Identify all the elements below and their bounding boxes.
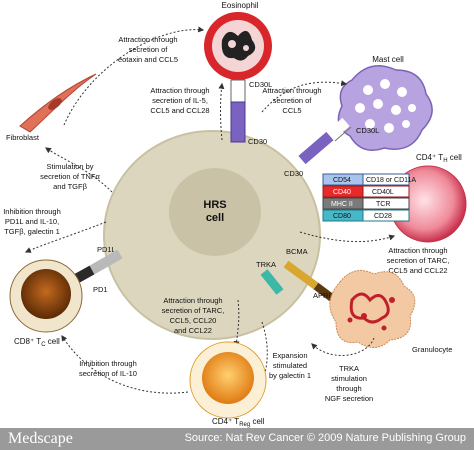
medscape-logo: Medscape [8, 430, 73, 447]
mast-text-2: secretion of [273, 96, 313, 105]
mhc-label: MHC II [331, 201, 353, 208]
eos-text-2: secretion of [129, 45, 169, 54]
pd1-label: PD1 [93, 285, 108, 294]
diagram-canvas: HRS cell Eosinophil CD30L CD30 Attractio… [3, 1, 467, 428]
bcma-receptor [283, 260, 335, 302]
tarc-b-text-3: CCL5, CCL20 [170, 316, 217, 325]
inhib-arrow [24, 221, 107, 253]
mast-text-1: Attraction through [262, 86, 321, 95]
th-label: CD4⁺ TH cell [416, 153, 462, 164]
cd30-right-label: CD30 [284, 169, 303, 178]
pd1l-label: PD1L [97, 245, 116, 254]
trka-b-text-2: stimulation [331, 374, 367, 383]
fib-arrow [45, 147, 113, 193]
cd30l-right-label: CD30L [356, 126, 379, 135]
trka-receptor [260, 269, 284, 295]
cd30-receptor-right [298, 117, 352, 165]
mast-cell [337, 65, 433, 151]
april-label: APRIL [313, 291, 335, 300]
trka-arrow [311, 337, 375, 356]
inhib-text-2: PD1L and IL-10, [5, 217, 59, 226]
eos-arrow [63, 26, 205, 126]
fib-text-1: Stimulation by [46, 162, 93, 171]
tarc-r-text-1: Attraction through [388, 246, 447, 255]
il10-arrow [61, 334, 189, 394]
tarc-r-text-3: CCL5 and CCL22 [388, 266, 447, 275]
treg-label: CD4⁺ TReg cell [212, 417, 265, 428]
tcr-label: TCR [376, 201, 390, 208]
tarc-bottom-arrow [233, 299, 240, 348]
exp-text-1: Expansion [272, 351, 307, 360]
fibroblast-nucleus [48, 98, 62, 110]
il10-text-1: Inhibition through [79, 359, 137, 368]
il10-text-2: secretion of IL-10 [79, 369, 137, 378]
cd54-label: CD54 [333, 177, 351, 184]
fib-text-3: and TGFβ [53, 182, 87, 191]
tarc-r-text-2: secretion of TARC, [387, 256, 450, 265]
cd28-label: CD28 [374, 213, 392, 220]
treg-nucleus [202, 352, 254, 404]
hrs-label-2: cell [206, 212, 224, 224]
trka-b-text-4: NGF secretion [325, 394, 373, 403]
tc-label: CD8⁺ TC cell [14, 337, 60, 348]
source-credit: Source: Nat Rev Cancer © 2009 Nature Pub… [184, 432, 466, 444]
eos-text-3: eotaxin and CCL5 [118, 55, 178, 64]
inhib-text-1: Inhibition through [3, 207, 61, 216]
exp-text-2: stimulated [273, 361, 307, 370]
trka-b-text-3: through [336, 384, 361, 393]
cd30l-receptor-top [230, 79, 246, 103]
hrs-label-1: HRS [203, 199, 226, 211]
eos-text-1: Attraction through [118, 35, 177, 44]
granulocyte-label: Granulocyte [412, 345, 452, 354]
tarc-b-text-1: Attraction through [163, 296, 222, 305]
cd40l-label: CD40L [372, 189, 394, 196]
il5-text-1: Attraction through [150, 86, 209, 95]
tarc-b-text-4: and CCL22 [174, 326, 212, 335]
cd18-label: CD18 or CD11A [366, 177, 416, 184]
trka-b-text-1: TRKA [339, 364, 359, 373]
granulocyte-cell [329, 269, 416, 348]
il5-text-2: secretion of IL-5, [152, 96, 208, 105]
mast-text-3: CCL5 [282, 106, 301, 115]
fibroblast-label: Fibroblast [6, 133, 40, 142]
bcma-label: BCMA [286, 247, 308, 256]
eosinophil-cell [204, 12, 272, 80]
cd30-top-label: CD30 [248, 137, 267, 146]
cd80-label: CD80 [333, 213, 351, 220]
cd40-label: CD40 [333, 189, 351, 196]
tarc-right-arrow [299, 231, 396, 243]
tc-nucleus [21, 269, 71, 319]
eosinophil-label: Eosinophil [222, 1, 259, 10]
exp-text-3: by galectin 1 [269, 371, 311, 380]
receptor-pairs [322, 173, 410, 222]
cd30-receptor-top [230, 101, 246, 143]
cd30l-top-label: CD30L [249, 80, 272, 89]
tarc-b-text-2: secretion of TARC, [162, 306, 225, 315]
il5-arrow [218, 82, 225, 141]
mast-arrow [261, 80, 348, 113]
il5-text-3: CCL5 and CCL28 [150, 106, 209, 115]
trka-label: TRKA [256, 260, 276, 269]
fib-text-2: secretion of TNFα [40, 172, 100, 181]
footer-bar: Medscape Source: Nat Rev Cancer © 2009 N… [0, 428, 474, 450]
inhib-text-3: TGFβ, galectin 1 [4, 227, 60, 236]
mast-label: Mast cell [372, 55, 404, 64]
hrs-cell: HRS cell [103, 130, 321, 340]
